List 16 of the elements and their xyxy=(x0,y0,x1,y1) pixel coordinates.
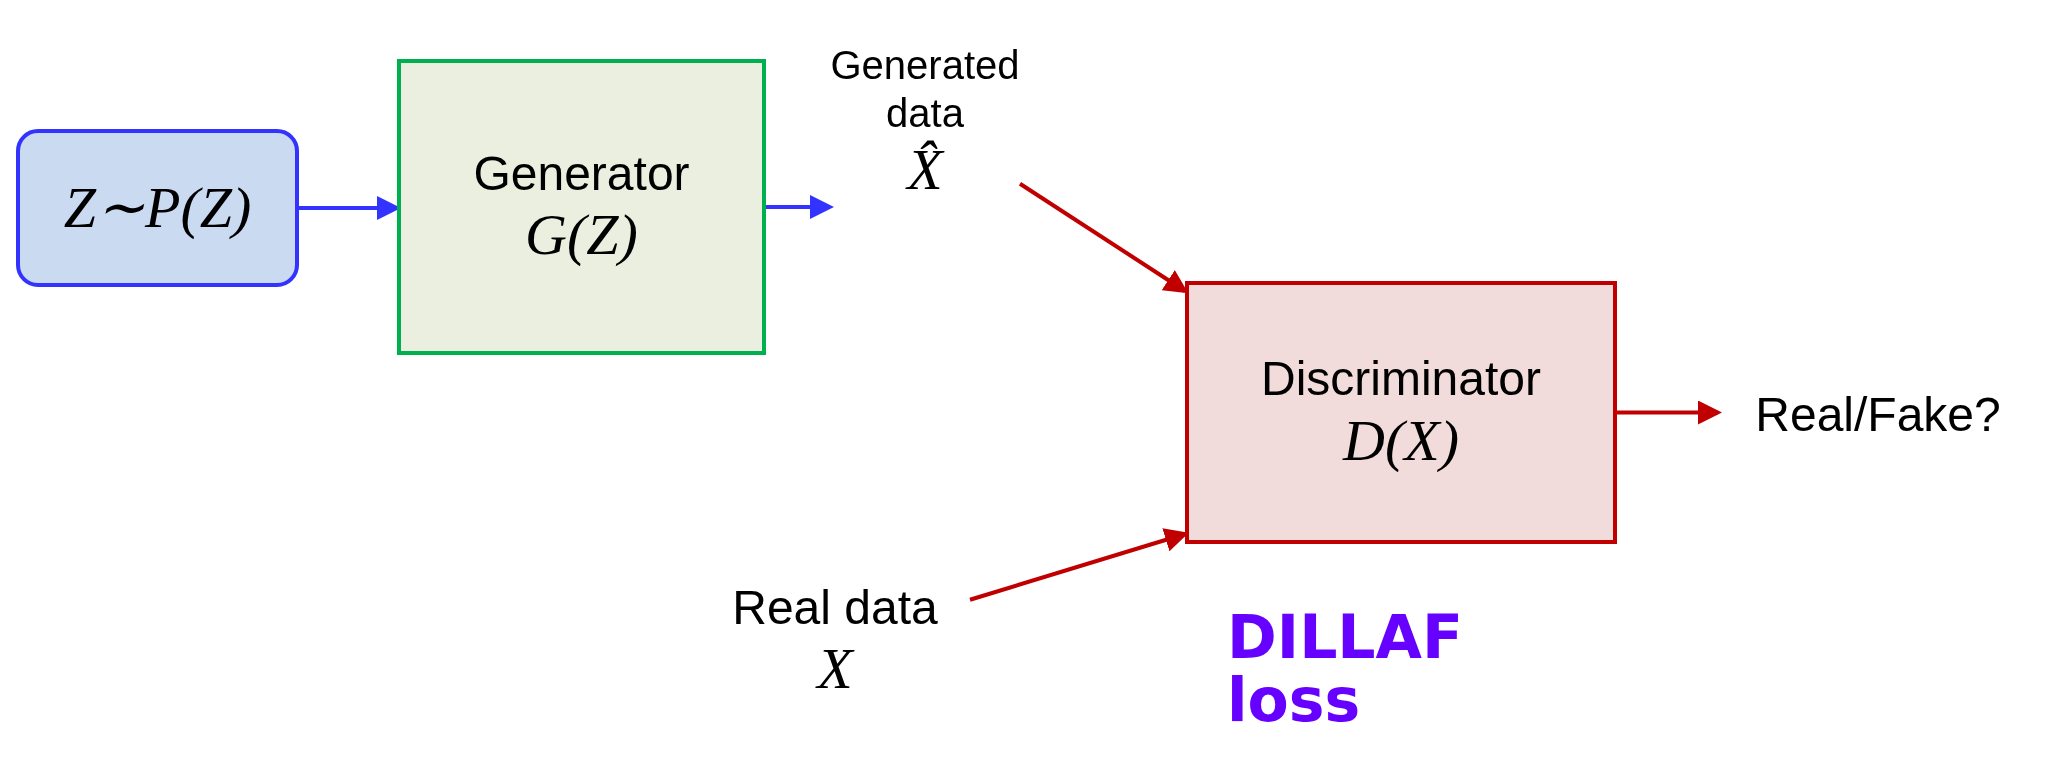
process-box xyxy=(16,129,299,287)
math-symbol: G(Z) xyxy=(525,202,638,270)
node-label: Real/Fake? xyxy=(1755,387,2001,444)
process-box xyxy=(1185,281,1617,544)
node-label: Generated data xyxy=(830,41,1020,137)
node-label: Discriminator xyxy=(1261,351,1541,408)
node-label: Real data xyxy=(732,579,938,636)
arrow xyxy=(766,195,834,219)
node-label: Generator xyxy=(473,145,690,202)
handwritten-note: DILLAF loss xyxy=(1227,606,1464,732)
math-symbol: Z∼P(Z) xyxy=(63,174,252,242)
math-symbol: D(X) xyxy=(1343,407,1459,475)
math-symbol: X xyxy=(817,636,853,704)
arrow xyxy=(1617,400,1722,425)
math-symbol: X̂ xyxy=(907,136,943,204)
process-box xyxy=(397,59,766,355)
